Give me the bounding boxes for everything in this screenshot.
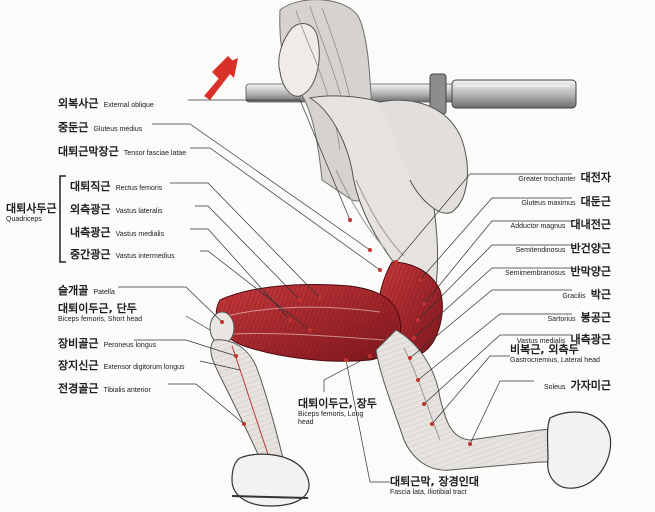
label-peroneus-longus: 장비골근 Peroneus longus — [58, 337, 157, 350]
label-adductor-magnus: Adductor magnus 대내전근 — [510, 218, 611, 231]
label-extensor-digitorum: 장지신근 Extensor digitorum longus — [58, 359, 185, 372]
label-quadriceps: 대퇴사두근 Quadriceps — [6, 202, 57, 223]
label-vastus-lateralis: 외측광근 Vastus lateralis — [70, 203, 163, 216]
label-tibialis-anterior: 전경골근 Tibialis anterior — [58, 382, 151, 395]
label-semitendinosus: Semitendinosus 반건양근 — [515, 242, 611, 255]
label-gastrocnemius: 비복근, 외측두 Gastrocnemius, Lateral head — [510, 343, 600, 364]
label-vastus-medialis-left: 내측광근 Vastus medialis — [70, 226, 165, 239]
patella — [209, 311, 235, 345]
front-thigh — [215, 284, 402, 362]
leader-lines — [118, 99, 572, 483]
label-soleus: Soleus 가자미근 — [544, 379, 611, 392]
label-gluteus-maximus: Gluteus maximus 대둔근 — [521, 195, 611, 208]
rear-shoe — [546, 411, 612, 489]
label-fascia-lata: 대퇴근막, 장경인대 Fascia lata, Iliotibial tract — [390, 475, 479, 496]
label-rectus-femoris: 대퇴직근 Rectus femoris — [70, 180, 163, 193]
quadriceps-bracket — [59, 175, 66, 263]
label-sartorius: Sartorius 봉공근 — [547, 311, 611, 324]
label-external-oblique: 외복사근 External oblique — [58, 97, 154, 110]
label-patella: 슬개골 Patella — [58, 284, 115, 297]
label-gracilis: Gracilis 박근 — [562, 288, 611, 301]
label-gluteus-medius: 중둔근 Gluteus medius — [58, 121, 143, 134]
label-tensor-fasciae-latae: 대퇴근막장근 Tensor fasciae latae — [58, 145, 187, 158]
torso — [308, 95, 468, 287]
label-greater-trochanter: Greater trochanter 대전자 — [518, 171, 611, 184]
direction-arrow-icon — [204, 56, 238, 100]
label-vastus-intermedius: 중간광근 Vastus intermedius — [70, 248, 175, 261]
front-shoe — [231, 453, 310, 507]
label-biceps-femoris-long: 대퇴이두근, 장두 Biceps femoris, Long head — [298, 397, 377, 426]
label-biceps-femoris-short: 대퇴이두근, 단두 Biceps femoris, Short head — [58, 302, 143, 323]
label-vastus-medialis-right: Vastus medialis 내측광근 — [516, 333, 611, 346]
attachment-dots — [220, 218, 472, 446]
label-semimembranosus: Semimembranosus 반막양근 — [505, 265, 611, 278]
